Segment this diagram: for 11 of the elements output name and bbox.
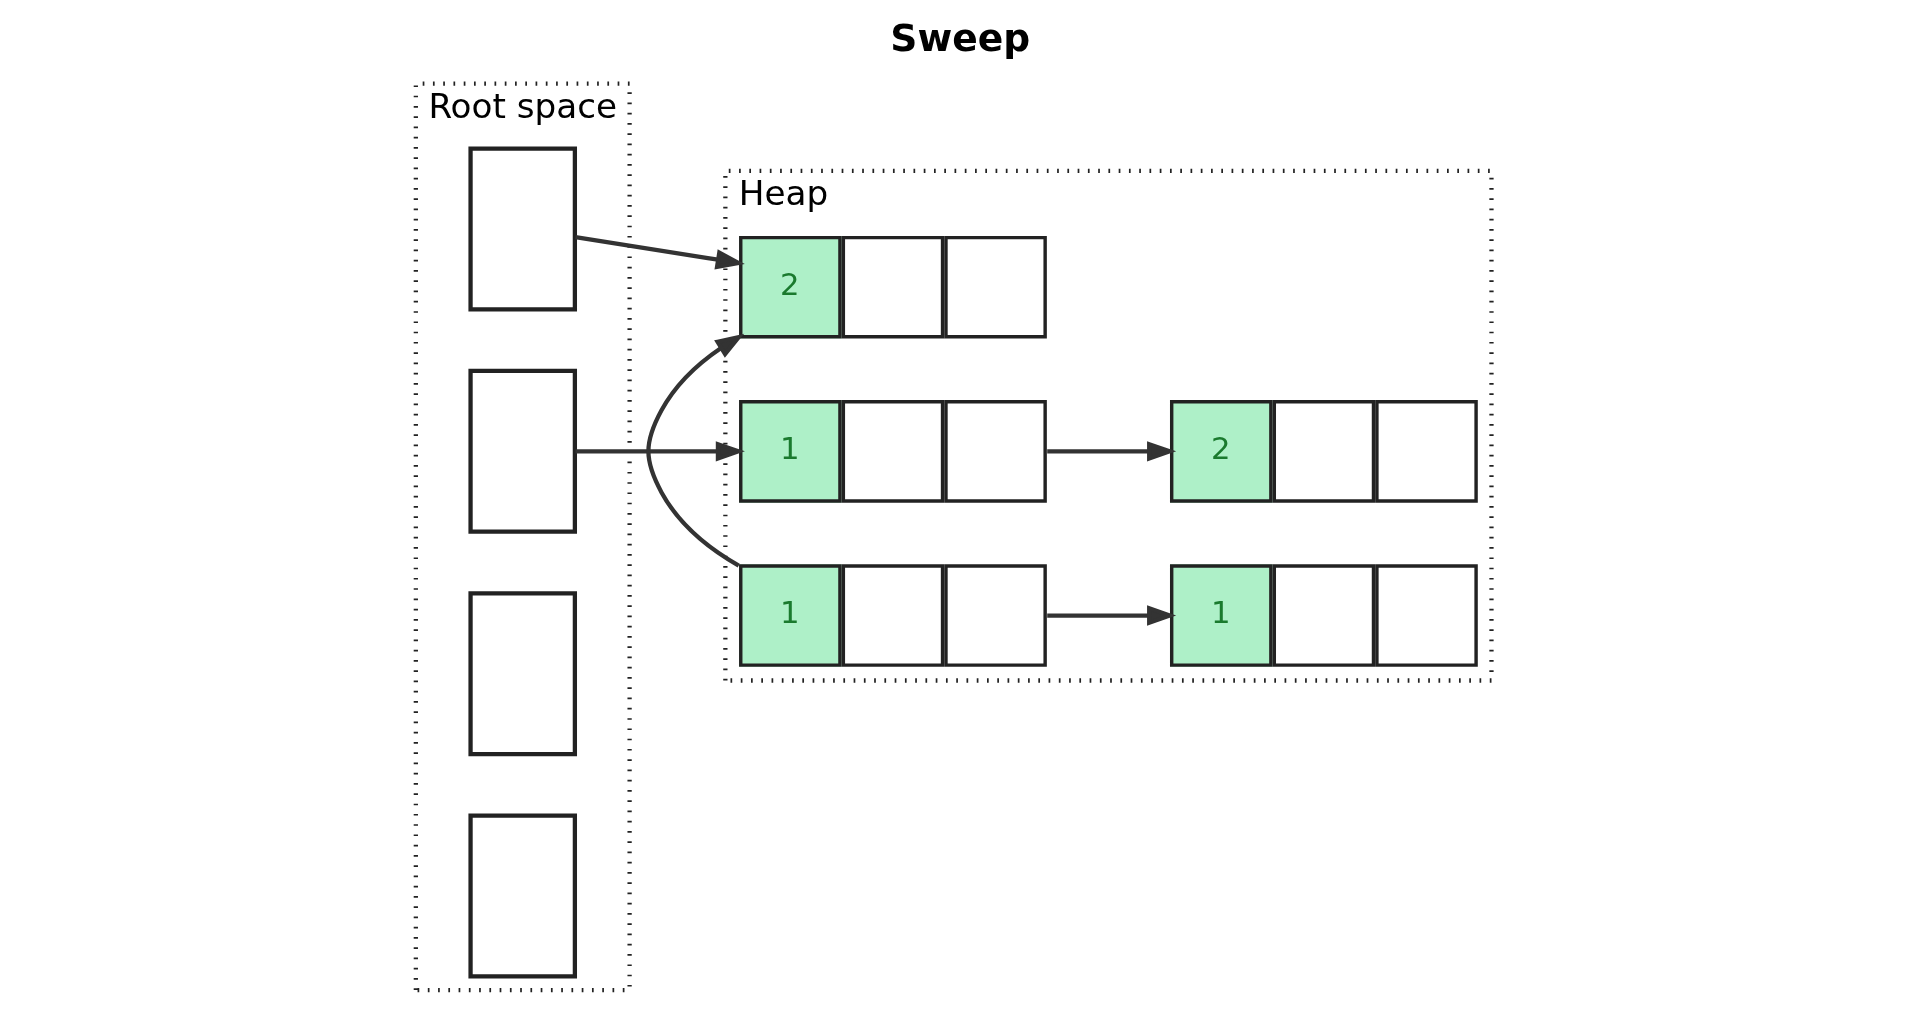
node-box [467, 813, 577, 979]
node-box [467, 368, 577, 534]
cluster: Root space [413, 81, 632, 993]
node-box [467, 146, 577, 312]
arrow [1046, 441, 1176, 462]
arrow [574, 441, 745, 462]
arrow [574, 235, 745, 270]
arrow [1046, 605, 1176, 626]
node-box [467, 591, 577, 757]
arrow [645, 333, 744, 568]
diagram-title: Sweep [889, 15, 1030, 60]
